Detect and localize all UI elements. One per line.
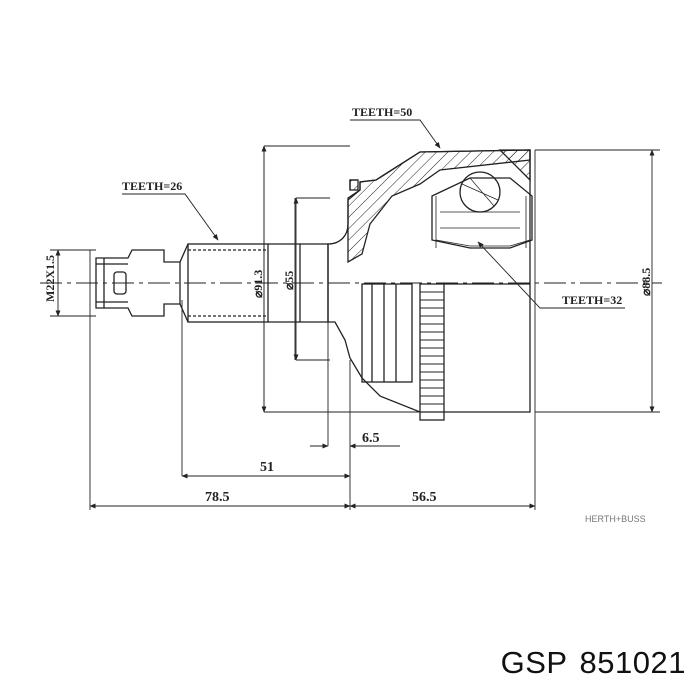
inner-joint xyxy=(431,149,533,249)
shaft-stub xyxy=(95,243,189,323)
label-dia-88-5: ⌀88.5 xyxy=(639,268,653,296)
label-dia-91-3: ⌀91.3 xyxy=(251,270,265,298)
label-thread: M22X1.5 xyxy=(43,255,57,302)
label-teeth-32: TEETH=32 xyxy=(562,293,622,307)
label-dia-55: ⌀55 xyxy=(282,271,296,290)
product-caption: GSP 851021 xyxy=(501,645,686,681)
label-dim-56-5: 56.5 xyxy=(412,490,437,505)
label-teeth-50: TEETH=50 xyxy=(352,105,412,119)
abs-ring xyxy=(361,283,530,421)
watermark-text: HERTH+BUSS xyxy=(585,514,646,524)
label-dim-78-5: 78.5 xyxy=(205,490,230,505)
brand-name: GSP xyxy=(500,645,568,680)
part-number: 851021 xyxy=(579,645,686,680)
ball xyxy=(459,171,501,213)
label-dim-51: 51 xyxy=(260,460,274,475)
outer-housing xyxy=(327,149,531,413)
label-teeth-26: TEETH=26 xyxy=(122,179,182,193)
label-dim-6-5: 6.5 xyxy=(362,431,380,446)
dimension-lines xyxy=(55,145,655,509)
leader-lines xyxy=(122,119,625,309)
